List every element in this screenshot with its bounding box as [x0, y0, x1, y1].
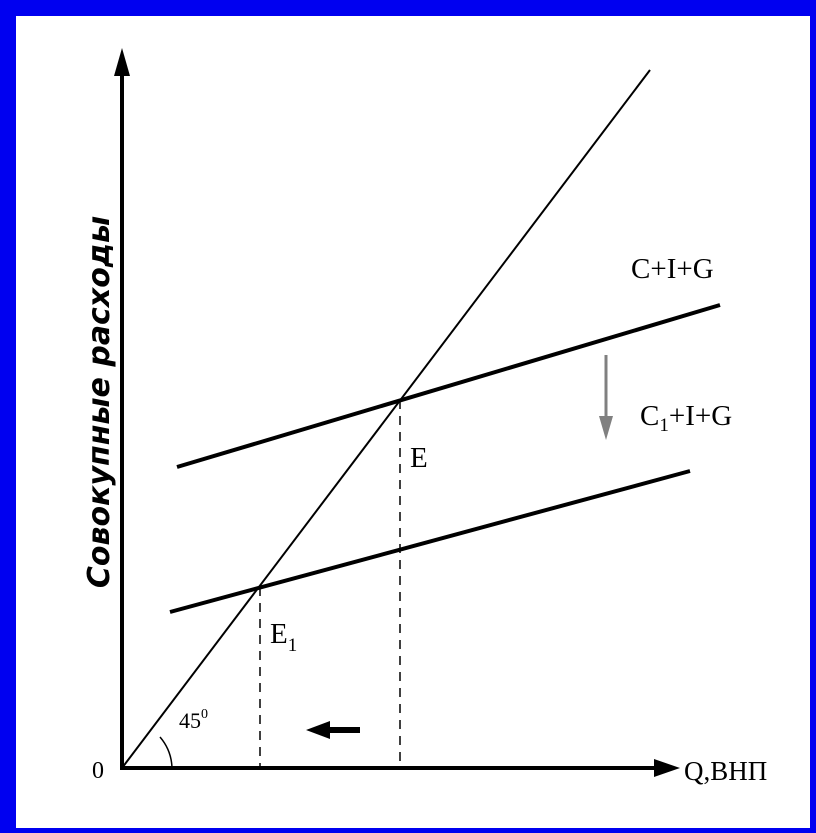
line-45-degree: [121, 69, 651, 769]
label-c1-prefix: C: [640, 400, 659, 432]
point-e1-letter: E: [270, 618, 288, 650]
line-c-i-g: [176, 303, 721, 469]
angle-label: 450: [179, 707, 208, 733]
label-c1-suffix: +I+G: [669, 400, 732, 432]
left-arrow-icon: [306, 721, 330, 739]
point-e1-subscript: 1: [288, 635, 298, 656]
origin-label: 0: [92, 758, 104, 784]
angle-value: 45: [179, 708, 201, 733]
point-e1-label: E1: [270, 618, 297, 656]
diagram-panel: [16, 16, 810, 828]
label-c1-i-g: C1+I+G: [640, 400, 732, 436]
point-e-label: E: [410, 442, 428, 474]
shift-down-arrow-icon: [599, 416, 613, 440]
x-axis-label: Q,ВНП: [684, 756, 767, 786]
y-axis-label: Совокупные расходы: [82, 216, 117, 588]
label-c1-subscript: 1: [659, 415, 669, 436]
x-axis-arrow-icon: [654, 759, 680, 777]
label-c-i-g: C+I+G: [631, 253, 714, 285]
line-c1-i-g: [169, 469, 691, 614]
angle-degree-sup: 0: [201, 707, 208, 722]
y-axis-arrow-icon: [114, 48, 130, 76]
angle-arc: [159, 736, 173, 769]
